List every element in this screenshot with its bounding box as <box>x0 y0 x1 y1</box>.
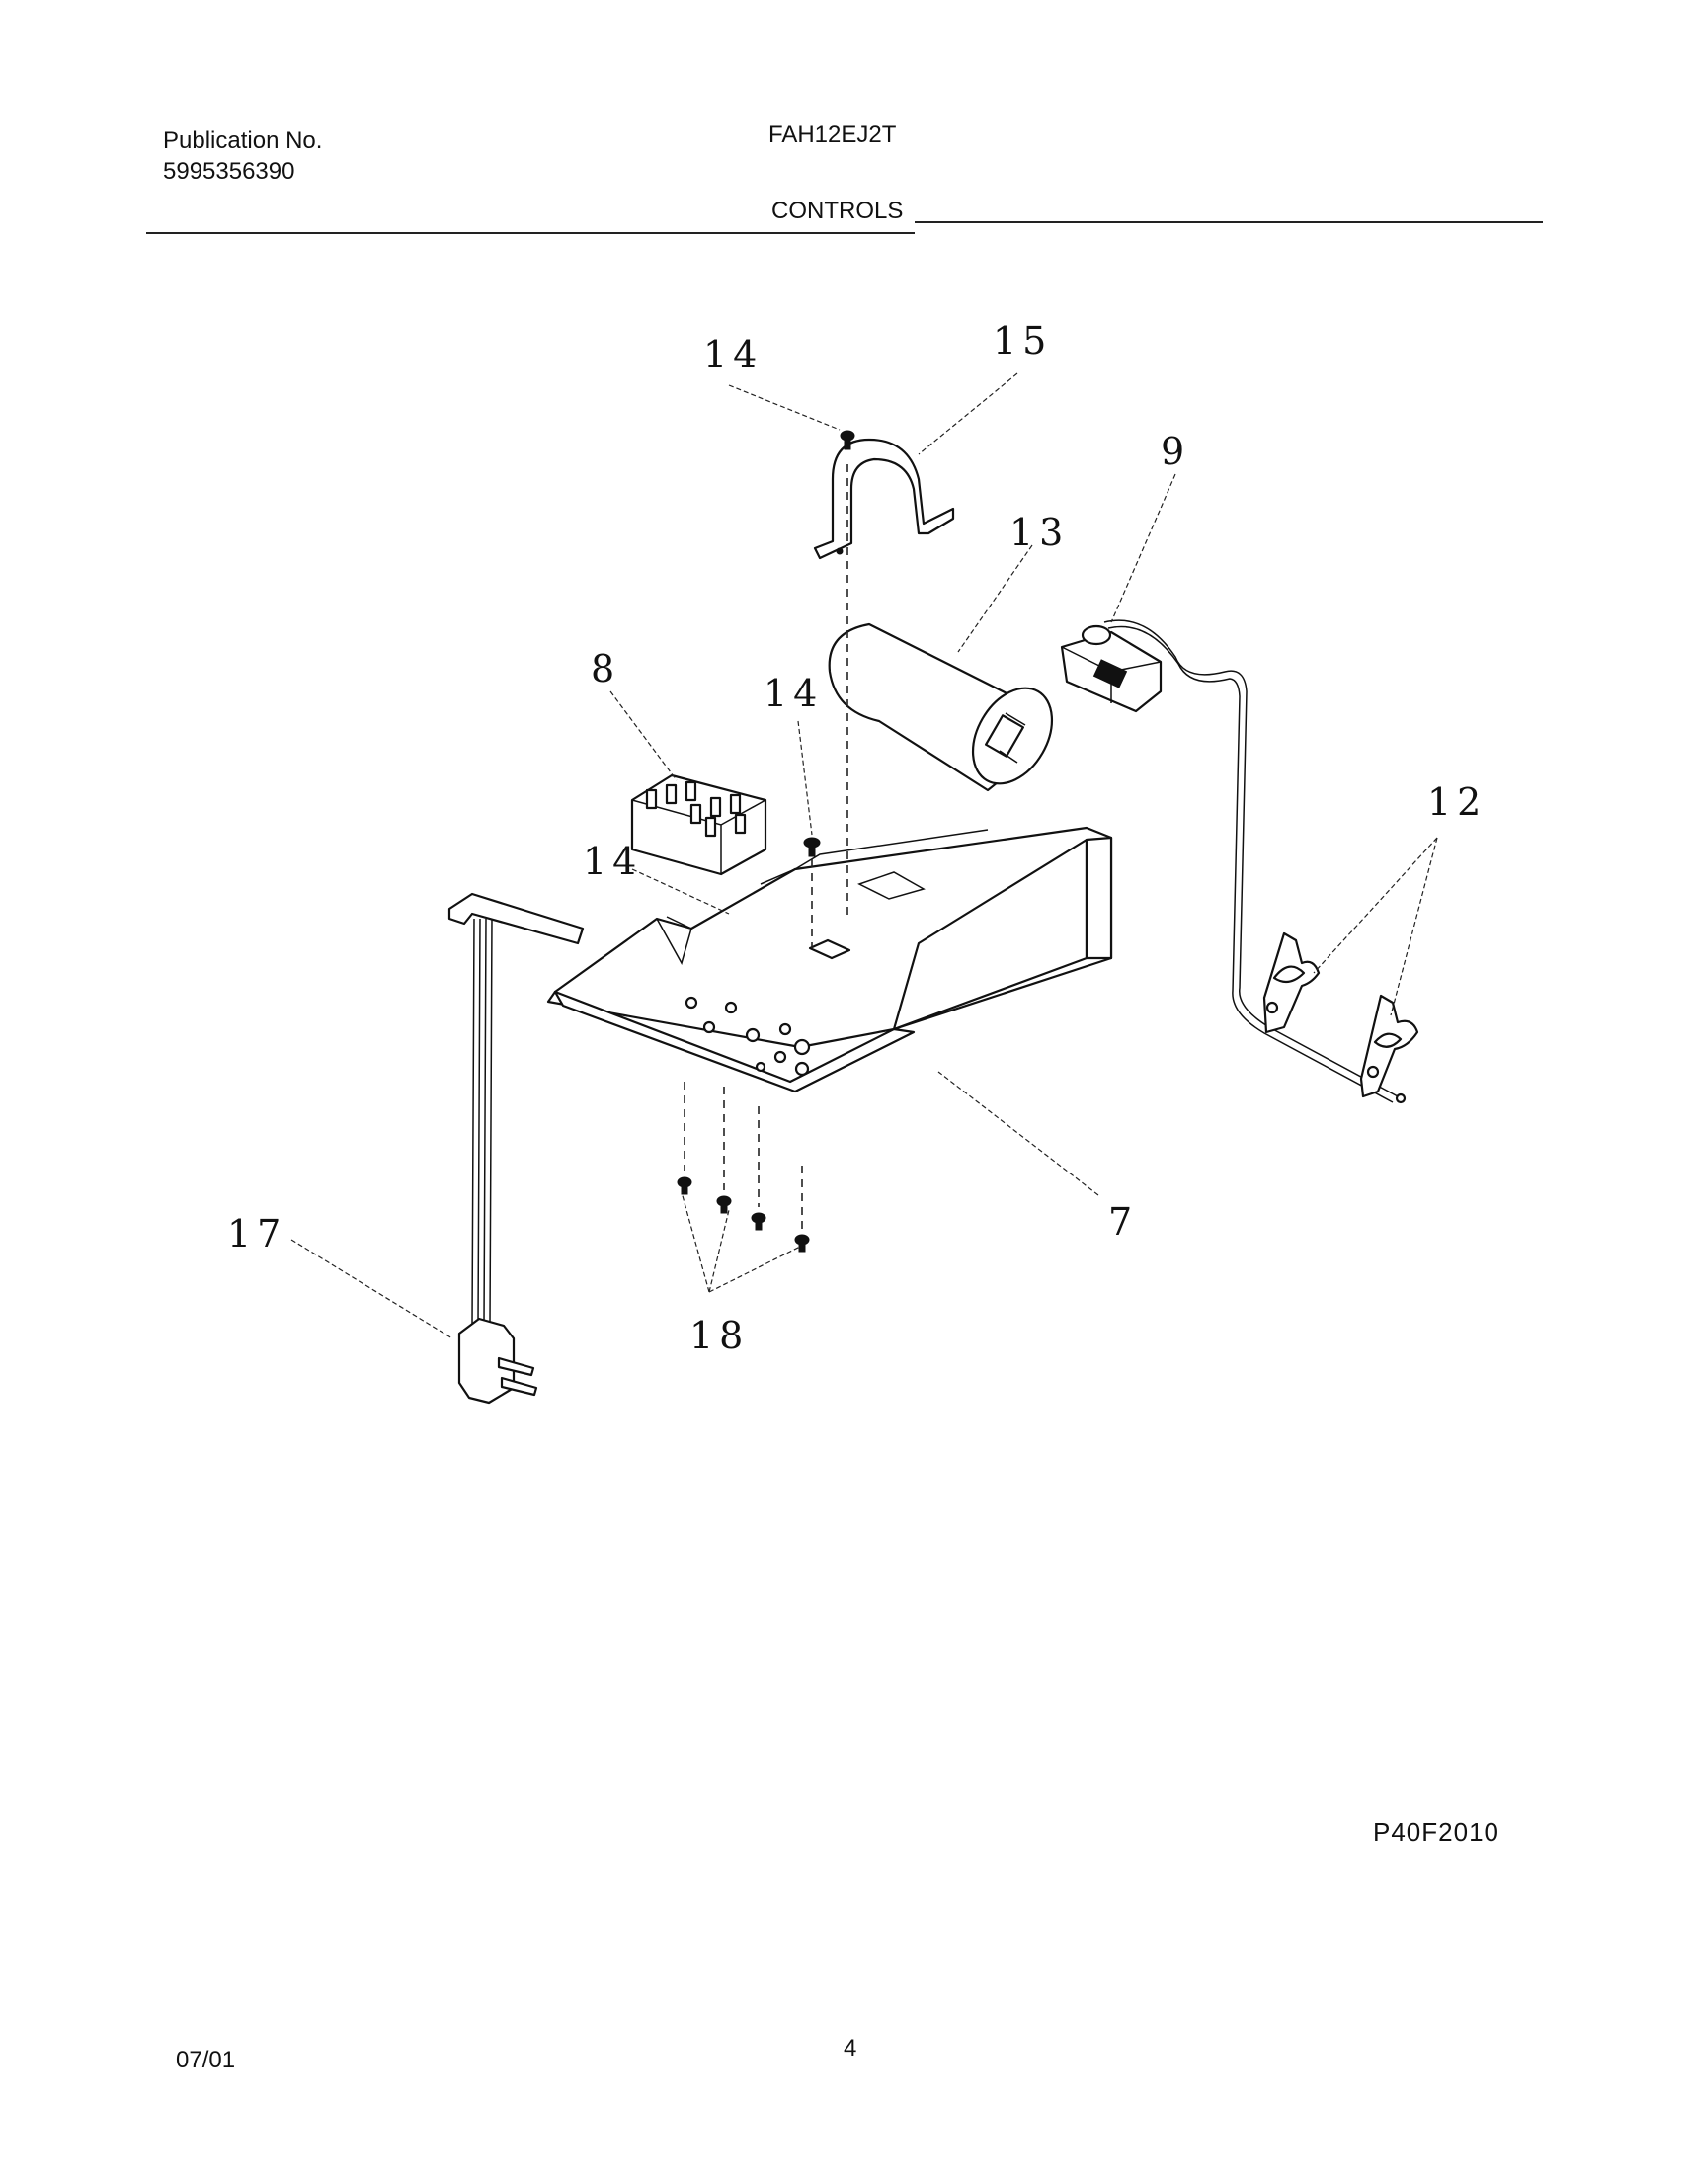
power-cord-part <box>447 892 585 1405</box>
leader-lines <box>290 372 1438 1339</box>
callout-13: 13 <box>1009 511 1069 554</box>
screw-icon <box>716 1195 732 1214</box>
header-rule-left <box>146 232 915 234</box>
callout-15: 15 <box>993 319 1052 363</box>
figure-code: P40F2010 <box>1373 1818 1499 1847</box>
screw-icon <box>794 1234 810 1253</box>
page-number: 4 <box>844 2035 857 2062</box>
relay-part <box>630 773 767 876</box>
publication-number: 5995356390 <box>163 158 295 185</box>
callout-labels: 14 15 9 13 8 14 12 14 17 7 18 <box>227 319 1487 1357</box>
footer-date: 07/01 <box>176 2047 236 2073</box>
callout-7: 7 <box>1108 1200 1138 1244</box>
callout-12: 12 <box>1427 780 1487 824</box>
callout-14-left: 14 <box>583 840 642 883</box>
control-box-part <box>546 826 1113 1093</box>
screw-icon <box>751 1212 766 1231</box>
model-number: FAH12EJ2T <box>768 121 897 148</box>
publication-label: Publication No. <box>163 127 323 154</box>
callout-9: 9 <box>1161 430 1190 473</box>
screw-icon <box>840 430 855 450</box>
header-rule-right <box>915 221 1543 223</box>
callout-18: 18 <box>689 1314 749 1357</box>
callout-8: 8 <box>591 647 620 690</box>
thermostat-part <box>1060 619 1407 1104</box>
callout-14-top: 14 <box>703 333 763 376</box>
bracket-clip-part <box>1262 931 1419 1098</box>
screw-icon <box>803 837 821 857</box>
callout-17: 17 <box>227 1212 286 1255</box>
section-title: CONTROLS <box>771 198 904 224</box>
callout-14-middle: 14 <box>764 672 823 715</box>
capacitor-strap-part <box>813 438 955 560</box>
capacitor-part <box>828 622 1054 792</box>
alignment-lines <box>684 464 848 1230</box>
screw-icon <box>677 1176 692 1195</box>
